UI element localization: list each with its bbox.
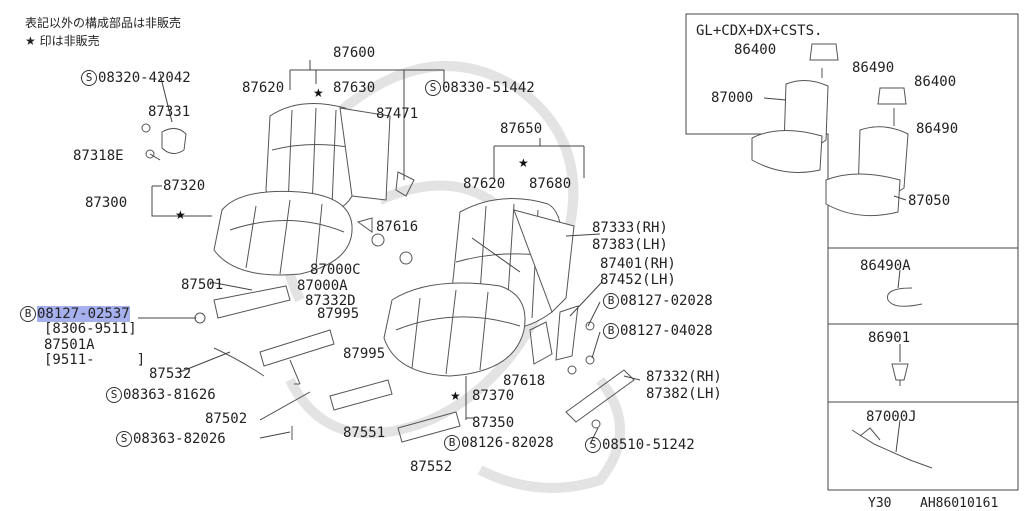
part-87532: 87532 [149,366,192,382]
part-87000C: 87000C [310,262,361,278]
part-87501A: 87501A [44,337,95,353]
part-87382-lh: 87382(LH) [646,386,722,402]
part-86490-b: 86490 [916,121,959,137]
part-87620: 87620 [242,80,285,96]
part-number: 08127-04028 [620,323,713,339]
part-87600: 87600 [333,45,376,61]
box-86901-frame [827,323,1019,403]
screw-symbol: S [81,70,97,86]
part-87995-a: 87995 [317,306,360,322]
bolt-symbol: B [603,323,619,339]
bracket-87350 [465,376,474,420]
part-86400-a: 86400 [734,42,777,58]
part-87630: 87630 [333,80,376,96]
not-sold-star: ★ [450,389,461,403]
part-87551: 87551 [343,425,386,441]
part-87350: 87350 [472,415,515,431]
part-87620-b: 87620 [463,176,506,192]
part-87680: 87680 [529,176,572,192]
part-86901: 86901 [868,330,911,346]
inset-grade-label: GL+CDX+DX+CSTS. [696,23,823,39]
diagram-code: AH86010161 [920,496,999,511]
not-sold-star: ★ [313,86,324,100]
leader-lines [138,73,907,453]
part-87000A: 87000A [297,278,348,294]
bracket-87600 [289,60,445,180]
part-number-highlighted: 08127-02537 [37,306,130,322]
model-code: Y30 [868,496,892,511]
part-86400-b: 86400 [914,74,957,90]
not-sold-star: ★ [518,156,529,170]
part-number: 08320-42042 [98,70,191,86]
part-87370: 87370 [472,388,515,404]
part-number: 08363-82026 [133,431,226,447]
part-87616: 87616 [376,219,419,235]
part-87501: 87501 [181,277,224,293]
box-86490A-frame [827,247,1019,325]
bolt-symbol: B [20,306,36,322]
part-87618: 87618 [503,373,546,389]
part-87332-rh: 87332(RH) [646,369,722,385]
not-sold-star: ★ [175,208,186,222]
part-87332D: 87332D [305,293,356,309]
bolt-symbol: B [444,435,460,451]
left-seat-drawing [213,103,391,276]
part-87000: 87000 [711,90,754,106]
date-range-9511: [9511- ] [44,352,146,368]
part-87300: 87300 [85,195,128,211]
note-star-not-sold: ★ 印は非販売 [25,34,100,48]
part-number: 08510-51242 [602,437,695,453]
part-87502: 87502 [205,411,248,427]
inset-small-parts [851,287,933,469]
box-87000J-frame [827,401,1019,491]
part-number: 08127-02028 [620,293,713,309]
note-not-sold-components: 表記以外の構成部品は非販売 [25,16,182,30]
screw-symbol: S [585,437,601,453]
part-87401-rh: 87401(RH) [600,256,676,272]
part-87552: 87552 [410,459,453,475]
bracket-87650 [493,138,585,178]
part-87318E: 87318E [73,148,124,164]
part-87383-lh: 87383(LH) [592,237,668,253]
part-number: 08126-82028 [461,435,554,451]
screw-symbol: S [425,80,441,96]
part-86490A: 86490A [860,258,911,274]
part-87331: 87331 [148,104,191,120]
bolt-symbol: B [603,293,619,309]
part-86490-a: 86490 [852,60,895,76]
inset-seat-drawings [751,43,909,217]
right-seat-drawing [383,198,575,377]
part-87471: 87471 [376,106,419,122]
part-87333-rh: 87333(RH) [592,220,668,236]
date-range-8306-9511: [8306-9511] [44,321,137,337]
part-87000J: 87000J [866,409,917,425]
part-number: 08363-81626 [123,387,216,403]
part-87995-b: 87995 [343,346,386,362]
part-number: 08330-51442 [442,80,535,96]
part-87650: 87650 [500,121,543,137]
hardware-drawings [141,123,635,443]
part-87050: 87050 [908,193,951,209]
part-87452-lh: 87452(LH) [600,272,676,288]
screw-symbol: S [116,431,132,447]
screw-symbol: S [106,387,122,403]
part-87320: 87320 [163,178,206,194]
bracket-87300 [151,185,212,217]
